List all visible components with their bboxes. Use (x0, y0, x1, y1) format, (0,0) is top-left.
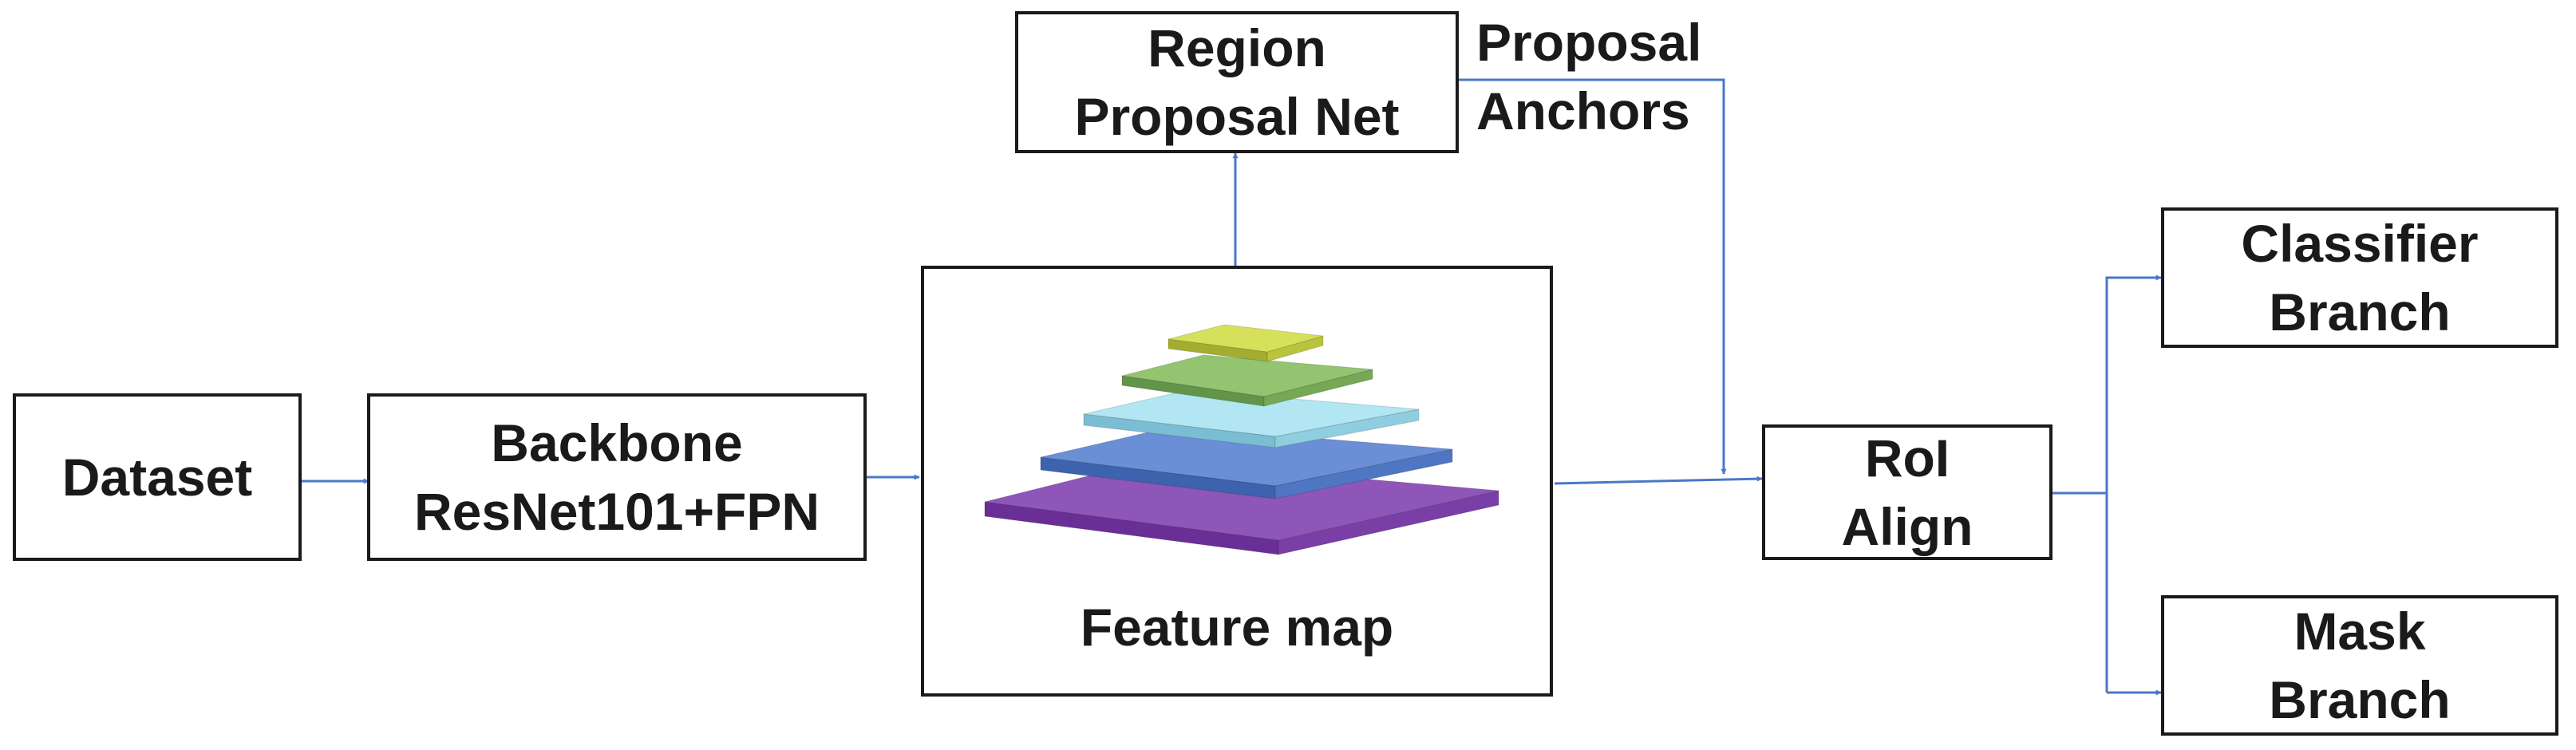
pyramid-level-2 (1040, 426, 1453, 499)
rpn-label-line1: Region (1148, 18, 1326, 77)
backbone-label-line1: Backbone (491, 413, 743, 472)
dataset-label: Dataset (61, 448, 253, 507)
pyramid-level-1 (984, 460, 1499, 555)
classifier-branch-node: Classifier Branch (2161, 207, 2558, 348)
arrow-proposal-anchors-to-roi (1457, 78, 1727, 475)
arrow-featuremap-to-roi (1554, 476, 1763, 485)
pyramid-level-3 (1083, 389, 1420, 448)
rpn-label-line2: Proposal Net (1074, 87, 1400, 146)
feature-map-node: Feature map (921, 266, 1553, 697)
roi-label-line1: RoI (1864, 428, 1950, 488)
dataset-node: Dataset (13, 393, 302, 561)
pyramid-level-4 (1121, 354, 1373, 407)
mask-label-line1: Mask (2294, 602, 2426, 661)
classifier-label-line2: Branch (2269, 282, 2451, 341)
proposal-label-line2: Anchors (1476, 81, 1690, 140)
feature-map-label: Feature map (1080, 598, 1394, 657)
proposal-anchors-label: Proposal Anchors (1476, 8, 1701, 145)
mask-branch-node: Mask Branch (2161, 595, 2558, 736)
roi-align-node: RoI Align (1762, 424, 2053, 560)
roi-label-line2: Align (1841, 497, 1973, 556)
arrow-to-classifier (2105, 274, 2162, 693)
feature-pyramid (984, 324, 1499, 555)
backbone-node: Backbone ResNet101+FPN (367, 393, 867, 561)
pyramid-level-5 (1167, 324, 1324, 362)
classifier-label-line1: Classifier (2241, 214, 2479, 273)
backbone-label-line2: ResNet101+FPN (413, 482, 820, 541)
mask-label-line2: Branch (2269, 670, 2451, 729)
proposal-label-line1: Proposal (1476, 13, 1702, 72)
region-proposal-net-node: Region Proposal Net (1015, 11, 1459, 153)
